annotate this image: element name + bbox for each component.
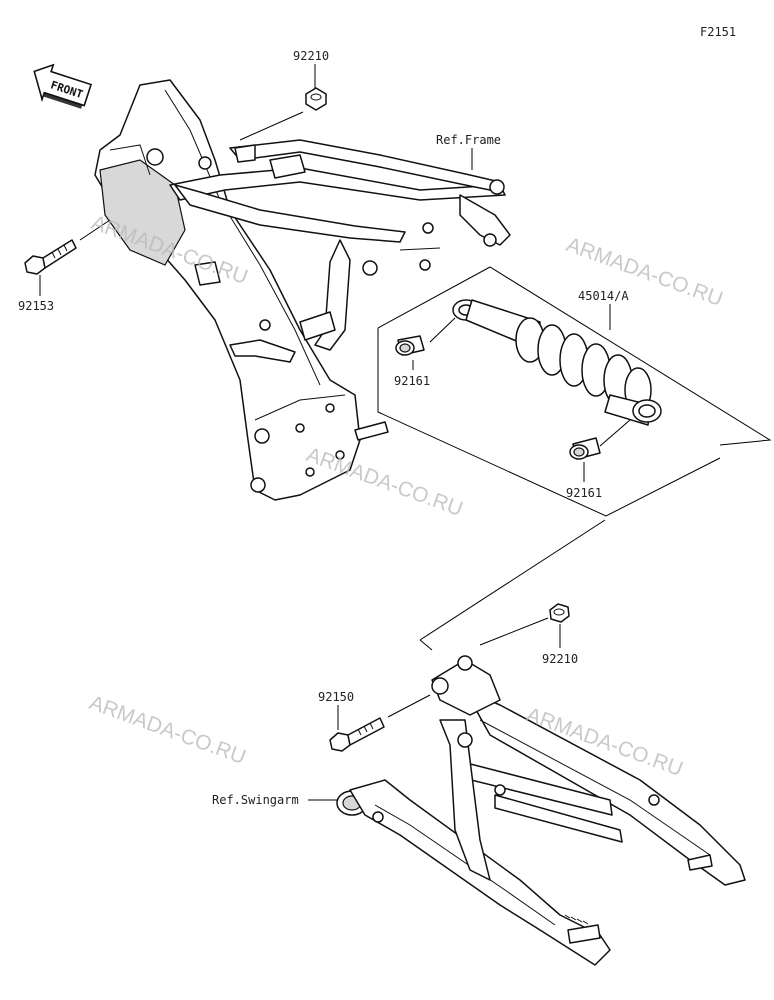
label-ref-swingarm: Ref.Swingarm	[212, 793, 299, 807]
label-shock-absorber: 45014/A	[578, 289, 629, 303]
label-nut-swingarm: 92210	[542, 652, 578, 666]
label-nut-top: 92210	[293, 49, 329, 63]
nut-swingarm-drawing	[549, 603, 570, 623]
watermarks: ARMADA-CO.RU ARMADA-CO.RU ARMADA-CO.RU A…	[86, 211, 725, 781]
spring-coils	[515, 317, 652, 413]
label-bolt-swingarm: 92150	[318, 690, 354, 704]
bolt-swingarm-drawing	[329, 717, 385, 752]
label-bushing-right: 92161	[566, 486, 602, 500]
leader-lines	[39, 64, 772, 801]
label-ref-frame: Ref.Frame	[436, 133, 501, 147]
diagram-code: F2151	[700, 25, 736, 39]
swingarm-drawing	[336, 655, 746, 966]
shock-absorber-drawing	[452, 299, 662, 426]
watermark-3: ARMADA-CO.RU	[303, 443, 465, 521]
bushing-left-drawing	[395, 335, 425, 356]
watermark-4: ARMADA-CO.RU	[86, 691, 248, 769]
frame-drawing	[94, 79, 511, 501]
front-arrow-icon: FRONT	[33, 63, 92, 109]
bolt-frame-drawing	[24, 239, 77, 275]
nut-top-drawing	[305, 87, 327, 111]
label-bolt-frame: 92153	[18, 299, 54, 313]
bushing-right-drawing	[569, 437, 601, 460]
label-bushing-left: 92161	[394, 374, 430, 388]
